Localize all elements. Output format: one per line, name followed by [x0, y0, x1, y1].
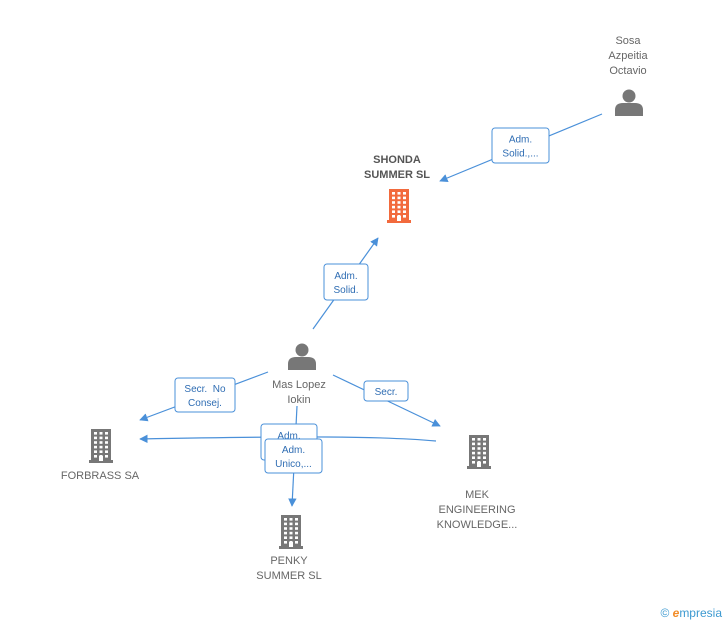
node-label: Octavio: [609, 65, 646, 77]
building-icon: [467, 435, 491, 469]
node-label: Iokin: [287, 394, 310, 406]
copyright-symbol: ©: [660, 606, 670, 620]
edge-label-text: Secr.: [375, 387, 398, 398]
node-label: SHONDA: [373, 154, 421, 166]
node-mek[interactable]: MEK ENGINEERING KNOWLEDGE...: [437, 435, 518, 531]
node-label: Mas Lopez: [272, 379, 326, 391]
person-icon: [288, 343, 316, 370]
node-label: FORBRASS SA: [61, 470, 140, 482]
edge-label-mas-penky[interactable]: Adm. Unico,...: [264, 438, 323, 474]
node-shonda[interactable]: SHONDA SUMMER SL: [364, 154, 430, 223]
edge-label-sosa-shonda[interactable]: Adm. Solid.,...: [491, 127, 550, 164]
edge-label-text: Adm.: [334, 271, 357, 282]
edge-label-text: Solid.: [333, 285, 358, 296]
edge-mek-forbrass: [139, 434, 437, 444]
edge-label-mas-shonda[interactable]: Adm. Solid.: [323, 263, 369, 301]
node-label: SUMMER SL: [256, 570, 321, 582]
edge-label-mas-mek[interactable]: Secr.: [363, 380, 409, 402]
brand-footer: © empresia: [660, 606, 722, 620]
node-label: PENKY: [270, 555, 308, 567]
node-penky[interactable]: PENKY SUMMER SL: [256, 515, 322, 582]
node-label: SUMMER SL: [364, 169, 430, 181]
brand-name: mpresia: [679, 606, 722, 620]
edge-label-text: Solid.,...: [502, 149, 538, 160]
node-label: Sosa: [615, 35, 641, 47]
brand-initial: e: [672, 606, 680, 620]
node-label: MEK: [465, 489, 490, 501]
node-label: KNOWLEDGE...: [437, 519, 518, 531]
edge-label-text: Adm.: [282, 445, 305, 456]
edge-label-text: Adm.: [277, 431, 300, 442]
edge-label-text: Secr. No: [184, 384, 226, 395]
building-icon: [279, 515, 303, 549]
node-forbrass[interactable]: FORBRASS SA: [61, 429, 140, 482]
edge-label-text: Unico,...: [275, 459, 312, 470]
edge-labels-layer: Adm.Solid.,...Adm.Solid.Secr. NoConsej.S…: [174, 127, 550, 474]
building-icon: [89, 429, 113, 463]
node-label: Azpeitia: [608, 50, 648, 62]
node-label: ENGINEERING: [438, 504, 515, 516]
building-icon: [387, 189, 411, 223]
edge-label-text: Adm.: [509, 135, 532, 146]
edge-label-mas-forbrass[interactable]: Secr. No Consej.: [174, 377, 236, 413]
edge-label-text: Consej.: [188, 398, 222, 409]
person-icon: [615, 89, 643, 116]
